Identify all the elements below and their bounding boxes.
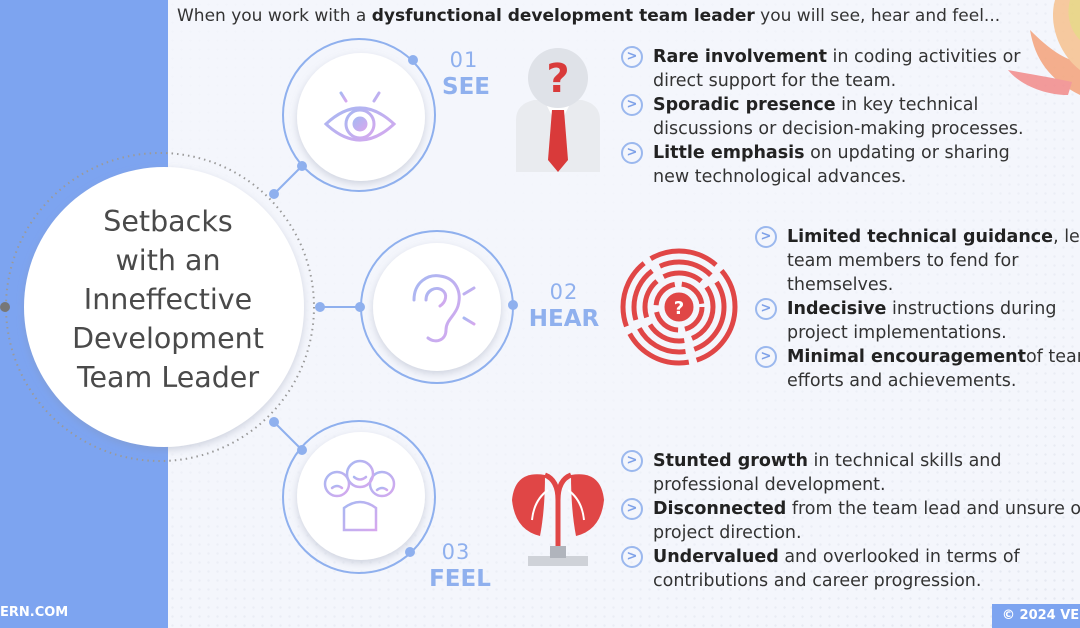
intro-heading: When you work with a dysfunctional devel… (177, 6, 1000, 26)
intro-suffix: you will see, hear and feel... (754, 6, 1001, 26)
center-title-line: Setbacks (103, 205, 233, 238)
footer-copyright: © 2024 VEI (992, 604, 1080, 628)
decorative-flower (1008, 0, 1080, 95)
hear-number: 02 (549, 280, 579, 304)
bullet-text: in technical skills and (807, 451, 1002, 471)
eye-icon (323, 86, 397, 142)
feel-node (282, 420, 436, 574)
center-title-line: with an (115, 244, 221, 277)
bullet-text: from the team lead and unsure o (786, 499, 1080, 519)
bullet-text: in coding activities or (826, 47, 1021, 67)
bullet-text: of team (1025, 347, 1080, 367)
bullet-text: team members to fend for (787, 251, 1019, 271)
see-node (282, 38, 436, 192)
bullet-bold: Stunted growth (653, 451, 808, 471)
ear-icon (412, 274, 478, 343)
maze-question-icon: ? (620, 248, 738, 366)
hear-bullet: > Indecisive instructions during project … (755, 297, 1057, 345)
chevron-right-icon: > (755, 298, 777, 320)
bullet-bold: Limited technical guidance (787, 227, 1054, 247)
feel-label: FEEL (429, 566, 491, 592)
bullet-text: project direction. (653, 523, 802, 543)
bullet-bold: Undervalued (653, 547, 779, 567)
see-bullet: > Sporadic presence in key technical disc… (621, 93, 1024, 141)
bullet-text: contributions and career progression. (653, 571, 982, 591)
hear-bullet: > Minimal encouragementof team efforts an… (755, 345, 1080, 393)
svg-text:?: ? (546, 56, 569, 102)
bullet-bold: Disconnected (653, 499, 787, 519)
center-circle (24, 167, 304, 447)
chevron-right-icon: > (755, 226, 777, 248)
chevron-right-icon: > (621, 94, 643, 116)
bullet-text: , leav (1053, 227, 1080, 247)
chevron-right-icon: > (621, 546, 643, 568)
svg-text:?: ? (674, 298, 684, 319)
faces-masks-icon (323, 459, 396, 532)
intro-prefix: When you work with a (177, 6, 372, 26)
hear-node (360, 230, 518, 384)
feel-bullet: > Stunted growth in technical skills and… (621, 449, 1002, 497)
see-label: SEE (442, 74, 490, 100)
see-bullet: > Little emphasis on updating or sharing… (621, 141, 1010, 189)
chevron-right-icon: > (755, 346, 777, 368)
center-title-line: Team Leader (76, 361, 260, 394)
feel-bullet: > Disconnected from the team lead and un… (621, 497, 1080, 545)
chevron-right-icon: > (621, 498, 643, 520)
bullet-text: themselves. (787, 275, 894, 295)
connector-feel (273, 421, 303, 451)
connector-see (273, 165, 303, 195)
bullet-bold: Minimal encouragement (787, 347, 1026, 367)
bullet-text: direct support for the team. (653, 71, 897, 91)
feel-number: 03 (441, 540, 471, 564)
ring-left-dot (0, 302, 10, 312)
bullet-bold: Sporadic presence (653, 95, 836, 115)
see-number: 01 (449, 48, 479, 72)
hear-label: HEAR (528, 306, 600, 332)
bullet-text: professional development. (653, 475, 886, 495)
see-bullet: > Rare involvement in coding activities … (621, 45, 1020, 93)
bullet-text: project implementations. (787, 323, 1007, 343)
hear-bullet: > Limited technical guidance, leav team m… (755, 225, 1080, 297)
feel-bullet: > Undervalued and overlooked in terms of… (621, 545, 1020, 593)
bullet-text: and overlooked in terms of (778, 547, 1020, 567)
center-dotted-ring (5, 152, 315, 462)
center-title: Setbacks with an Inneffective Developmen… (28, 202, 308, 397)
bullet-text: on updating or sharing (804, 143, 1010, 163)
center-title-line: Development (72, 322, 264, 355)
chevron-right-icon: > (621, 450, 643, 472)
center-title-line: Inneffective (83, 283, 253, 316)
bullet-text: new technological advances. (653, 167, 907, 187)
bullet-text: instructions during (886, 299, 1057, 319)
intro-bold: dysfunctional development team leader (371, 6, 755, 26)
wilting-plant-icon (512, 472, 604, 566)
question-head-man-icon: ? (516, 48, 600, 172)
bullet-text: efforts and achievements. (787, 371, 1017, 391)
bullet-text: discussions or decision-making processes… (653, 119, 1024, 139)
bullet-bold: Little emphasis (653, 143, 805, 163)
chevron-right-icon: > (621, 46, 643, 68)
footer-website: ERN.COM (0, 605, 69, 620)
bullet-text: in key technical (835, 95, 979, 115)
bullet-bold: Rare involvement (653, 47, 827, 67)
bullet-bold: Indecisive (787, 299, 887, 319)
chevron-right-icon: > (621, 142, 643, 164)
